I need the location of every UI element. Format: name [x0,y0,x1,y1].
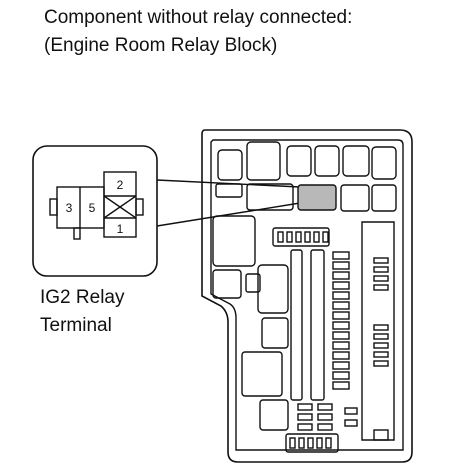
engine-room-relay-block [201,129,413,463]
callout-leader-lines [156,179,301,227]
relay-label-line-1: IG2 Relay [40,287,125,308]
ig2-relay-location [297,184,337,211]
relay-label-line-2: Terminal [40,315,112,336]
terminal-2-label: 2 [117,178,124,192]
relay-connector-callout: 3 5 2 1 [32,145,158,277]
terminal-3-label: 3 [66,201,73,215]
relay-connector [49,171,144,240]
terminal-1-label: 1 [117,222,124,236]
caption-line-2: (Engine Room Relay Block) [44,35,278,56]
terminal-5-label: 5 [89,201,96,215]
caption-line-1: Component without relay connected: [44,7,353,28]
